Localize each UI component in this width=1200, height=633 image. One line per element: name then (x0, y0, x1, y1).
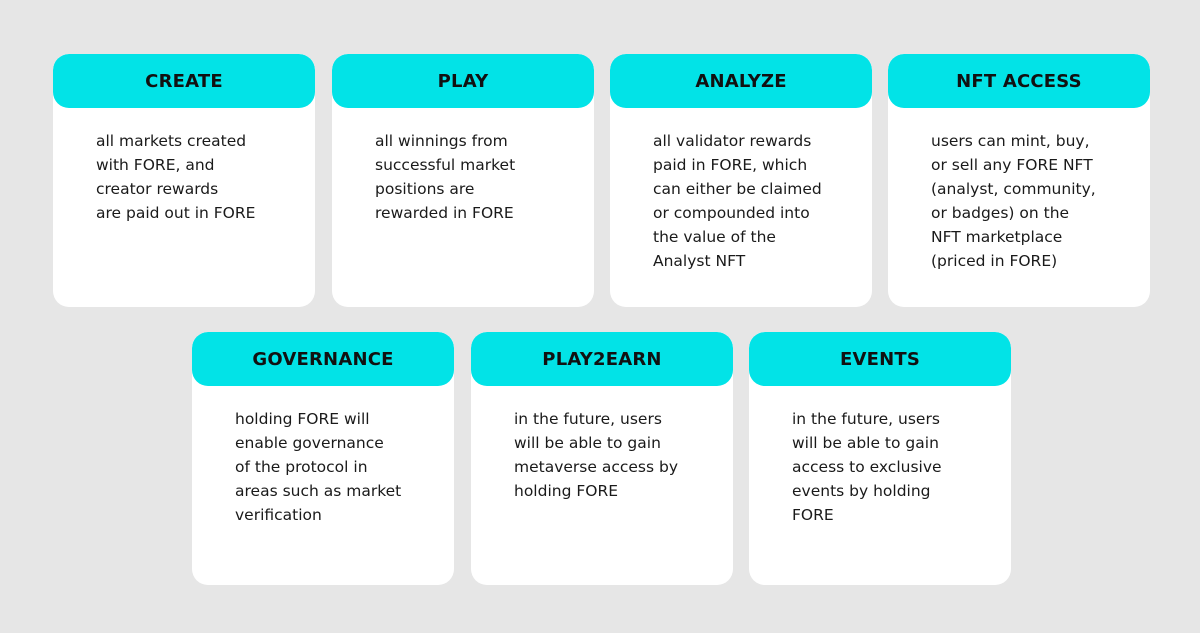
card-title: CREATE (53, 54, 315, 108)
card-create: CREATE all markets created with FORE, an… (53, 54, 315, 307)
card-description: holding FORE will enable governance of t… (235, 410, 402, 524)
card-play2earn: PLAY2EARN in the future, users will be a… (471, 332, 733, 585)
card-description: all winnings from successful market posi… (375, 132, 516, 222)
card-description: users can mint, buy, or sell any FORE NF… (931, 132, 1096, 270)
card-title: GOVERNANCE (192, 332, 454, 386)
card-nft-access: NFT ACCESS users can mint, buy, or sell … (888, 54, 1150, 307)
card-play: PLAY all winnings from successful market… (332, 54, 594, 307)
card-description: all markets created with FORE, and creat… (96, 132, 256, 222)
card-title: ANALYZE (610, 54, 872, 108)
card-analyze: ANALYZE all validator rewards paid in FO… (610, 54, 872, 307)
card-title: EVENTS (749, 332, 1011, 386)
card-title: NFT ACCESS (888, 54, 1150, 108)
card-description: all validator rewards paid in FORE, whic… (653, 132, 822, 270)
card-title: PLAY (332, 54, 594, 108)
card-title: PLAY2EARN (471, 332, 733, 386)
card-governance: GOVERNANCE holding FORE will enable gove… (192, 332, 454, 585)
card-description: in the future, users will be able to gai… (514, 410, 678, 500)
card-description: in the future, users will be able to gai… (792, 410, 942, 524)
card-events: EVENTS in the future, users will be able… (749, 332, 1011, 585)
